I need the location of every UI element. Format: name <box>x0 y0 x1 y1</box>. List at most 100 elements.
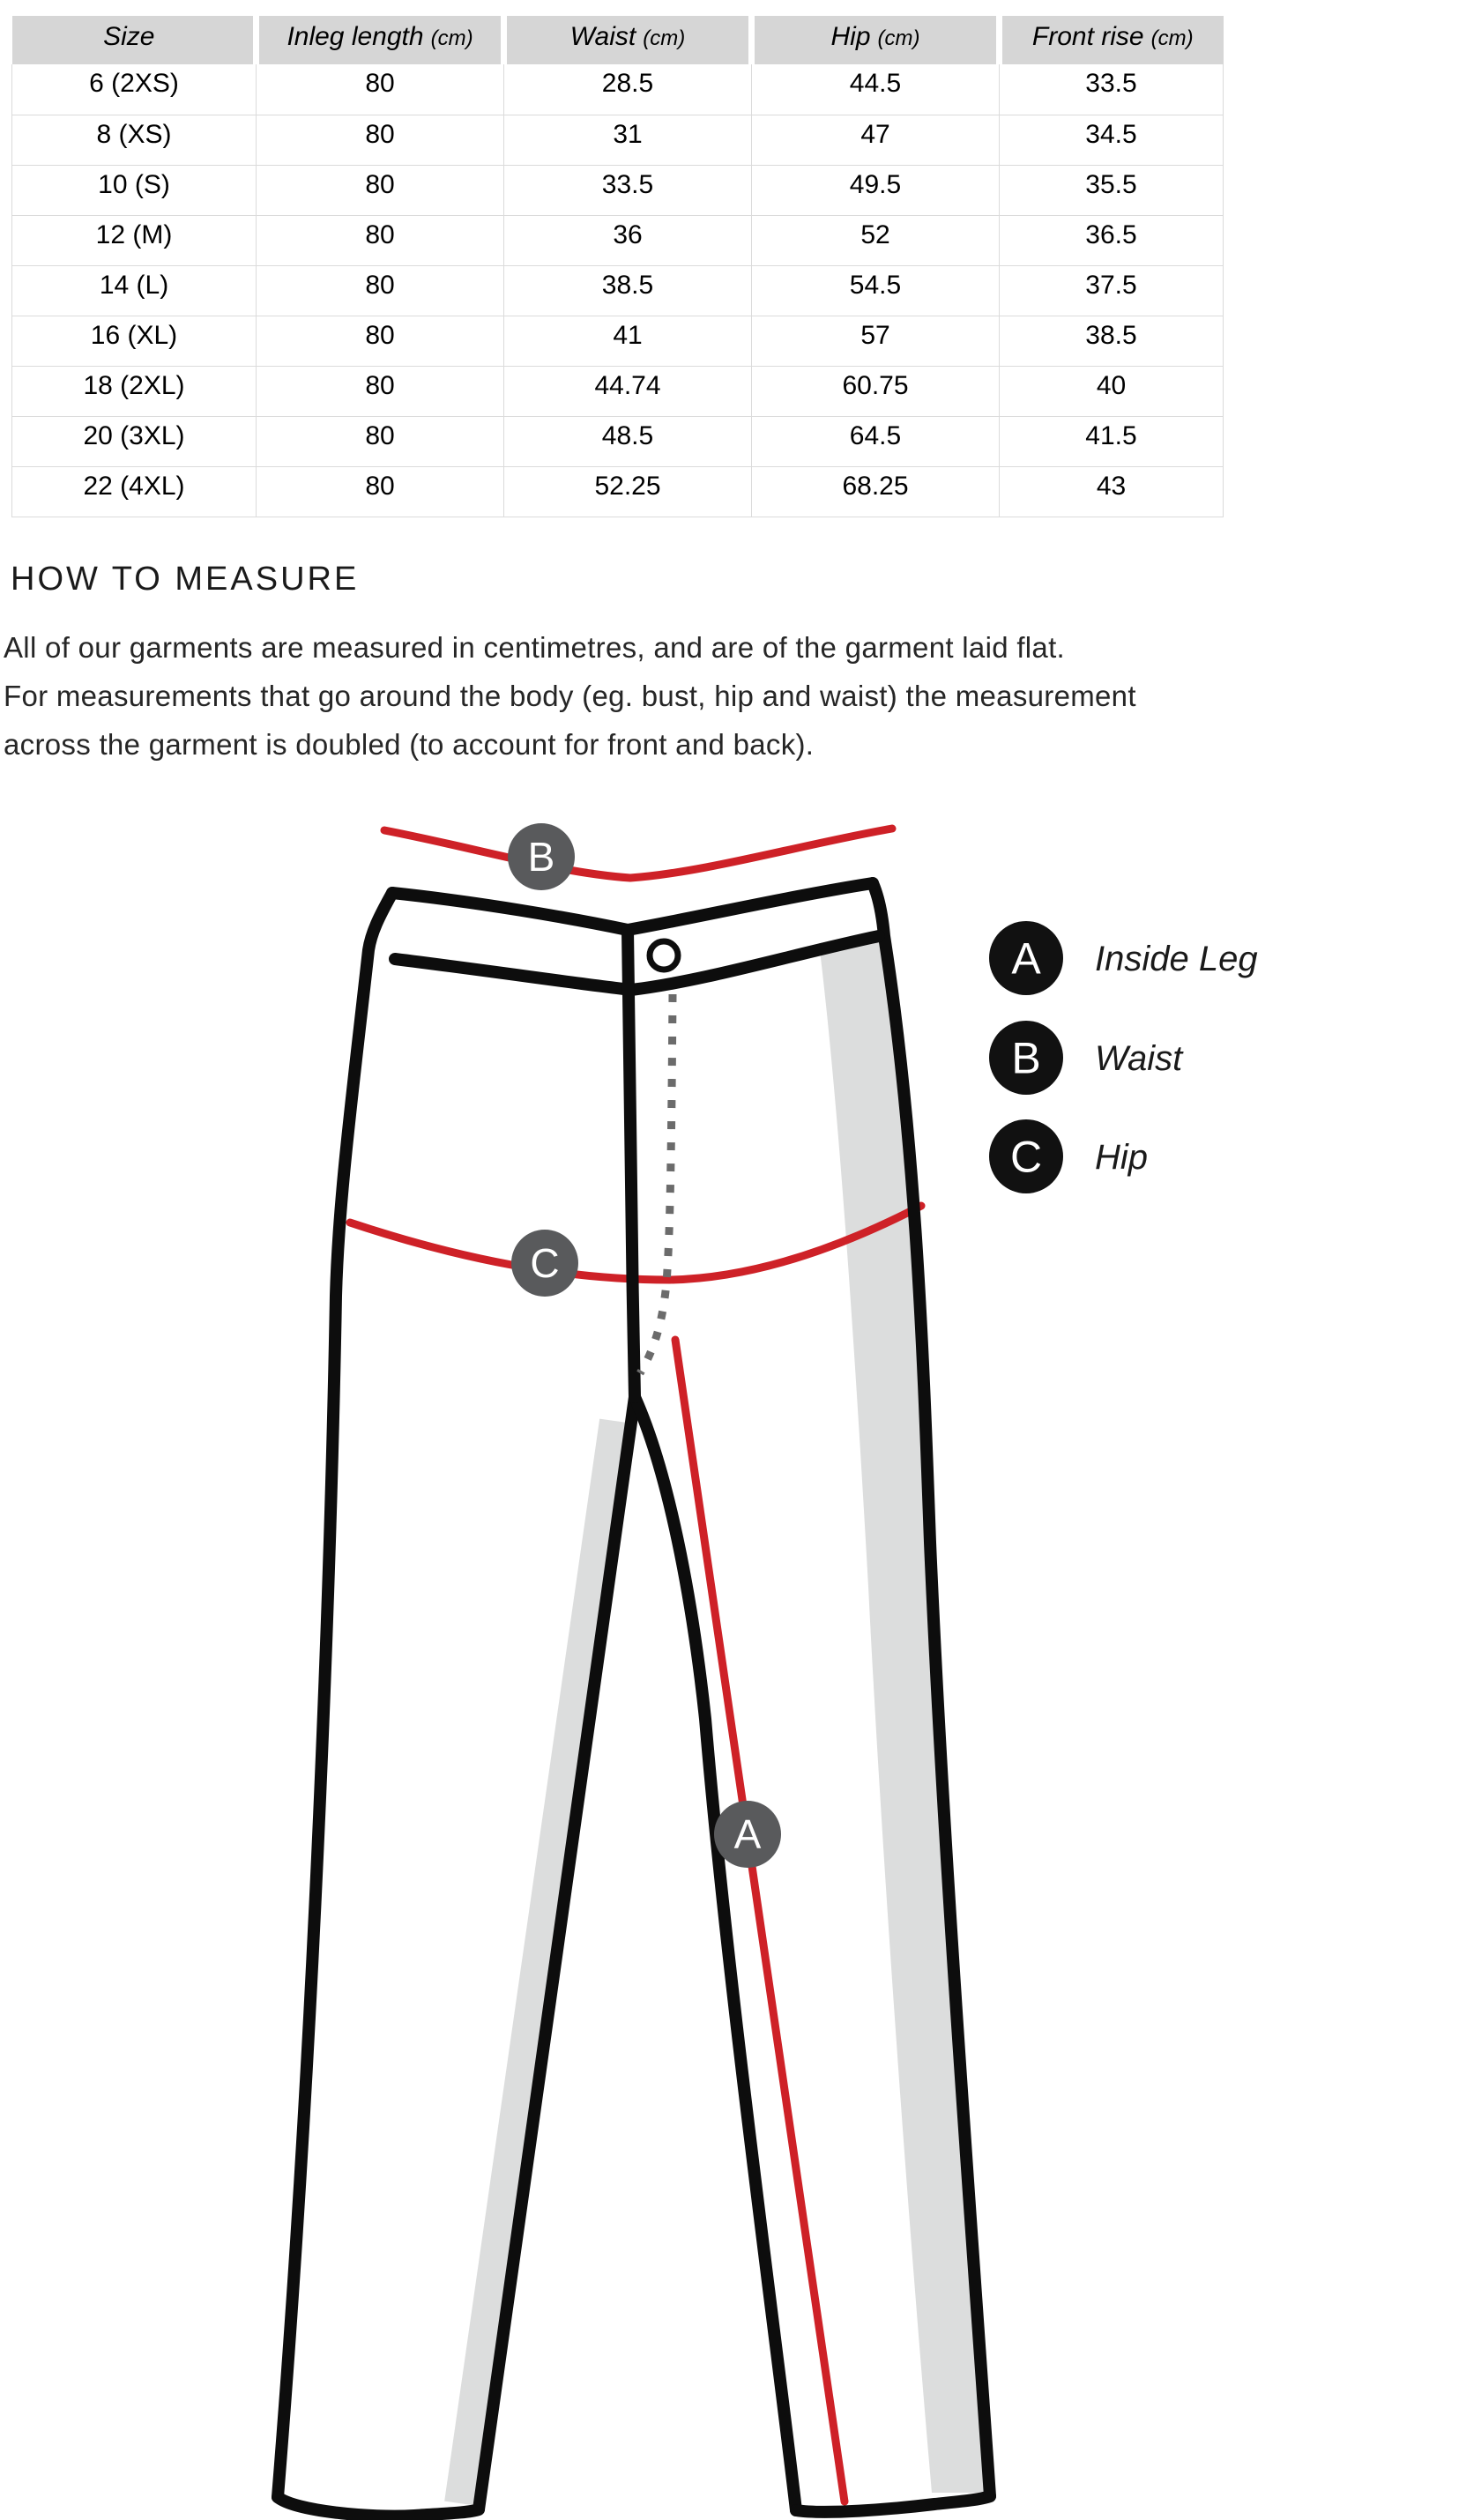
table-cell: 38.5 <box>503 264 752 316</box>
legend-circle-c <box>989 1119 1063 1193</box>
table-cell: 80 <box>256 264 504 316</box>
header-label: Inleg length <box>287 21 424 51</box>
table-cell: 80 <box>256 315 504 367</box>
table-cell: 12 (M) <box>11 214 257 266</box>
marker-letter-a: A <box>734 1811 762 1857</box>
right-hem <box>790 2490 996 2518</box>
measure-lines <box>346 824 926 2506</box>
table-cell: 34.5 <box>999 114 1224 166</box>
left-hem <box>272 2491 485 2520</box>
legend-letter-a: A <box>1011 934 1041 984</box>
legend-letter-c: C <box>1010 1133 1042 1182</box>
table-cell: 54.5 <box>751 264 1000 316</box>
header-label: Waist <box>569 21 636 51</box>
description-line: All of our garments are measured in cent… <box>4 630 1066 664</box>
table-cell: 33.5 <box>999 64 1224 115</box>
fly-dash-line <box>636 993 677 1376</box>
center-front-seam <box>621 924 641 1403</box>
header-cell-waist: Waist (cm) <box>501 16 752 64</box>
marker-letter-b: B <box>528 834 555 880</box>
table-cell: 80 <box>256 214 504 266</box>
table-cell: 43 <box>999 465 1224 517</box>
table-cell: 14 (L) <box>11 264 257 316</box>
pants-diagram: B C A A Inside Leg B Waist <box>0 793 1481 2520</box>
header-label: Hip <box>830 21 871 51</box>
waistband-top-edge <box>386 877 879 936</box>
table-cell: 18 (2XL) <box>11 365 257 417</box>
table-cell: 60.75 <box>751 365 1000 417</box>
shade-panels <box>444 938 988 2506</box>
header-unit: (cm) <box>877 26 920 50</box>
legend-label-hip: Hip <box>1095 1138 1148 1177</box>
table-cell: 68.25 <box>751 465 1000 517</box>
left-outer-edge <box>272 887 398 2503</box>
table-header-row: Size Inleg length(cm) Waist(cm) Hip(cm) … <box>11 16 1224 64</box>
table-cell: 64.5 <box>751 415 1000 467</box>
legend-label-waist: Waist <box>1095 1039 1184 1078</box>
table-cell: 28.5 <box>503 64 752 115</box>
legend-item-inside-leg: A Inside Leg <box>989 921 1258 995</box>
table-cell: 57 <box>751 315 1000 367</box>
hip-measure-line <box>346 1201 926 1284</box>
table-cell: 36 <box>503 214 752 266</box>
table-cell: 80 <box>256 164 504 216</box>
table-cell: 44.5 <box>751 64 1000 115</box>
measure-description: All of our garments are measured in cent… <box>4 623 1477 769</box>
legend-item-waist: B Waist <box>989 1021 1184 1095</box>
table-cell: 37.5 <box>999 264 1224 316</box>
waist-measure-line <box>380 824 897 882</box>
table-cell: 16 (XL) <box>11 315 257 367</box>
description-line: For measurements that go around the body… <box>4 679 1136 712</box>
table-cell: 80 <box>256 465 504 517</box>
table-cell: 48.5 <box>503 415 752 467</box>
header-cell-front-rise: Front rise(cm) <box>996 16 1224 64</box>
header-cell-size: Size <box>11 16 257 64</box>
waistband-button-icon <box>646 938 681 973</box>
inside-leg-measure-line <box>671 1335 849 2506</box>
right-leg-shade <box>819 938 988 2493</box>
table-cell: 33.5 <box>503 164 752 216</box>
marker-circle-c <box>511 1230 578 1297</box>
table-cell: 41.5 <box>999 415 1224 467</box>
table-cell: 36.5 <box>999 214 1224 266</box>
legend: A Inside Leg B Waist C Hip <box>989 921 1258 1193</box>
table-cell: 8 (XS) <box>11 114 257 166</box>
header-unit: (cm) <box>643 26 686 50</box>
header-cell-inleg-length: Inleg length(cm) <box>253 16 504 64</box>
table-cell: 80 <box>256 415 504 467</box>
legend-circle-a <box>989 921 1063 995</box>
left-inseam-shade <box>444 1418 629 2506</box>
marker-circle-a <box>714 1801 781 1868</box>
how-to-measure-heading: HOW TO MEASURE <box>11 560 360 598</box>
table-cell: 52 <box>751 214 1000 266</box>
marker-letter-c: C <box>530 1240 559 1286</box>
header-cell-hip: Hip(cm) <box>748 16 1000 64</box>
table-cell: 80 <box>256 64 504 115</box>
description-line: across the garment is doubled (to accoun… <box>4 727 815 761</box>
table-cell: 35.5 <box>999 164 1224 216</box>
table-cell: 44.74 <box>503 365 752 417</box>
table-cell: 31 <box>503 114 752 166</box>
size-table: Size Inleg length(cm) Waist(cm) Hip(cm) … <box>11 16 1224 517</box>
header-label: Front rise <box>1031 21 1144 51</box>
table-cell: 80 <box>256 114 504 166</box>
header-unit: (cm) <box>430 26 473 50</box>
table-cell: 47 <box>751 114 1000 166</box>
table-cell: 49.5 <box>751 164 1000 216</box>
table-cell: 41 <box>503 315 752 367</box>
table-cell: 6 (2XS) <box>11 64 257 115</box>
legend-item-hip: C Hip <box>989 1119 1148 1193</box>
header-unit: (cm) <box>1150 26 1194 50</box>
legend-label-inside-leg: Inside Leg <box>1095 940 1258 978</box>
right-inseam <box>629 1391 802 2516</box>
table-cell: 40 <box>999 365 1224 417</box>
